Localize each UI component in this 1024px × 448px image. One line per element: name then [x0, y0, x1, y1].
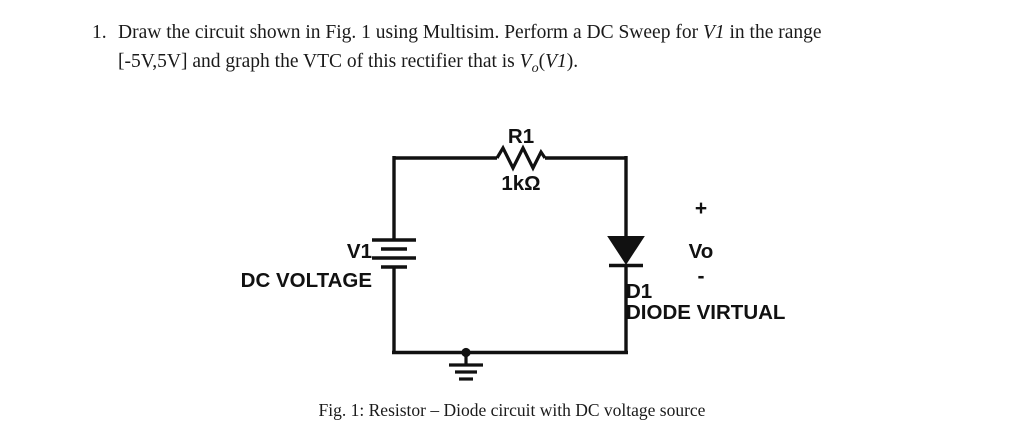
figure-caption: Fig. 1: Resistor – Diode circuit with DC…	[318, 400, 706, 420]
question-line2-part1: [-5V,5V] and graph the VTC of this recti…	[118, 51, 520, 72]
diode-model-label: DIODE VIRTUAL	[626, 301, 785, 324]
question-line2-part3: ).	[566, 51, 579, 72]
source-type-label: DC VOLTAGE	[241, 269, 372, 292]
question-block: 1. Draw the circuit shown in Fig. 1 usin…	[92, 18, 982, 83]
output-voltage-label: Vo	[689, 240, 714, 263]
source-ref-label: V1	[347, 240, 372, 263]
question-line1-part1: Draw the circuit shown in Fig. 1 using M…	[118, 22, 703, 43]
question-number: 1.	[92, 22, 107, 43]
question-line-1: Draw the circuit shown in Fig. 1 using M…	[118, 18, 982, 47]
question-line1-variable: V	[702, 22, 715, 43]
diode-ref-label: D1	[626, 280, 652, 303]
question-line2-subscript: o	[531, 59, 539, 76]
output-plus-label: +	[695, 197, 707, 220]
question-line2-variable: V	[519, 51, 532, 72]
output-minus-label: -	[698, 265, 705, 288]
resistor-ref-label: R1	[508, 125, 534, 148]
question-line-2: [-5V,5V] and graph the VTC of this recti…	[118, 47, 982, 83]
question-line2-variable-2: V	[545, 51, 558, 72]
question-line1-variable-number: 1	[714, 22, 725, 43]
question-text: Draw the circuit shown in Fig. 1 using M…	[118, 18, 982, 83]
question-line1-part2: in the range	[724, 22, 822, 43]
question-row: 1. Draw the circuit shown in Fig. 1 usin…	[92, 18, 982, 83]
question-line2-part2: (	[538, 51, 546, 72]
diode-triangle	[607, 236, 645, 265]
resistor-value-label: 1kΩ	[501, 172, 540, 195]
question-line2-variable-number-2: 1	[557, 51, 567, 72]
resistor-symbol	[495, 144, 547, 172]
